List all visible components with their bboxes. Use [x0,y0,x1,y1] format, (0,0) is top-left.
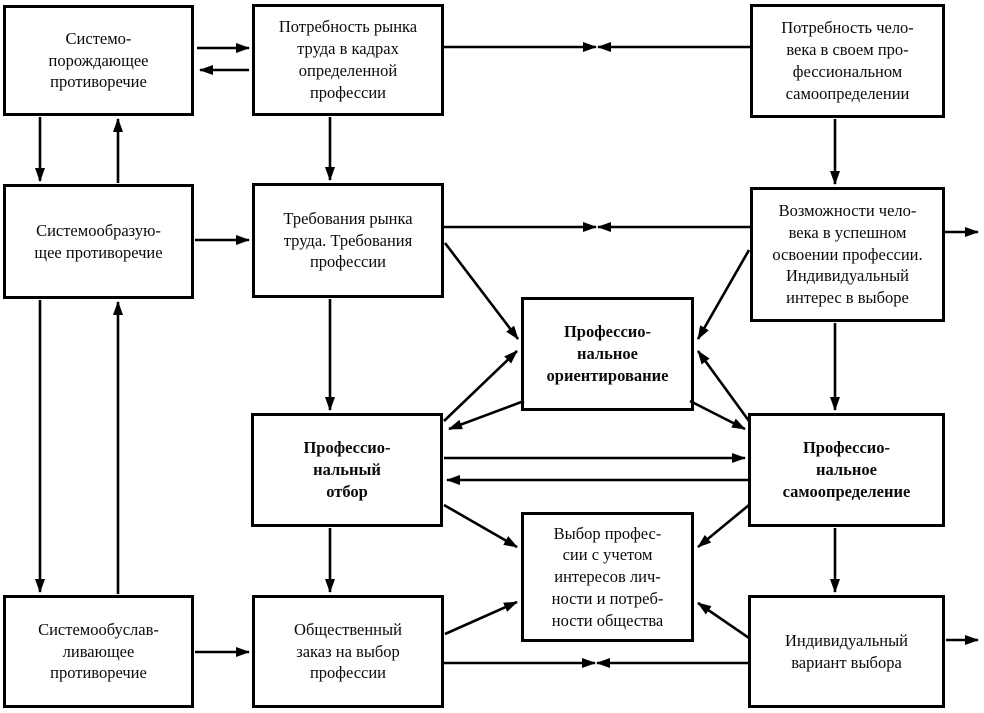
node-label-line: профессии [309,663,387,683]
node-label-line: века в успешном [788,222,907,242]
node-label-line: нальное [577,344,638,364]
node-label-line: нальный [313,460,381,480]
edge-orient-diag-samoopr [689,399,746,431]
node-label-line: Возможности чело- [778,201,917,221]
node-label-line: вариант выбора [791,652,902,672]
node-label-line: труда. Требования [283,230,413,250]
node-label-line: Требования рынка [283,208,413,228]
node-label-line: интерес в выборе [786,288,909,308]
edge-zakaz-diag-vybor [444,600,518,636]
node-label-line: самоопределении [785,83,910,103]
node-label-line: противоречие [50,72,147,92]
edge-otbor-diag-orient [443,350,518,422]
node-sistemoobrazuyushchee-protivorechie: Системообразую-щее противоречие [3,184,194,299]
node-label-line: Общественный [294,619,402,639]
node-label-line: отбор [326,481,368,501]
node-label-line: Потребность рынка [278,17,418,37]
node-label-line: нальное [816,460,877,480]
node-label-line: ности общества [551,610,664,630]
node-label-line: ности и потреб- [551,588,664,608]
edge-samoopr-diag-vybor [697,503,750,549]
node-label-line: порождающее [48,50,149,70]
edge-samoopr-diag-orient [696,350,751,422]
edge-c2-diag-orient [696,249,751,340]
edge-individ-diag-vybor [697,601,750,640]
node-label-line: Потребность чело- [781,18,914,38]
node-label-line: заказ на выбор [296,641,400,661]
node-label-line: интересов лич- [554,567,661,587]
node-label-line: Индивидуальный [785,630,908,650]
edge-b2-diag-orient [443,242,520,340]
node-label-line: сии с учетом [562,545,653,565]
node-label-line: ориентирование [546,365,669,385]
node-label-line: Системообуслав- [38,619,159,639]
node-label-line: Индивидуальный [786,266,909,286]
node-label-line: профессии [309,252,387,272]
node-label-line: Профессио- [563,322,652,342]
node-label-line: Системообразую- [36,220,161,240]
node-label-line: ливающее [62,641,135,661]
node-label-line: Системо- [65,28,132,48]
node-label-line: освоении профессии. [772,244,923,264]
edge-orient-diag-otbor [448,399,525,431]
node-label-line: века в своем про- [786,40,909,60]
node-label-line: противоречие [50,663,147,683]
edge-otbor-diag-vybor [443,503,518,549]
node-label-line: самоопределение [782,481,911,501]
node-label-line: Профессио- [802,438,891,458]
node-label-line: определенной [298,61,398,80]
node-label-line: Профессио- [303,438,391,458]
node-potrebnost-cheloveka: Потребность чело-века в своем про-фессио… [750,4,945,118]
node-label-line: щее противоречие [34,242,163,262]
node-label-line: труда в кадрах [297,39,399,59]
node-label-line: Выбор профес- [553,523,662,543]
node-label-line: фессиональном [792,62,903,81]
node-label-line: профессии [309,82,387,102]
